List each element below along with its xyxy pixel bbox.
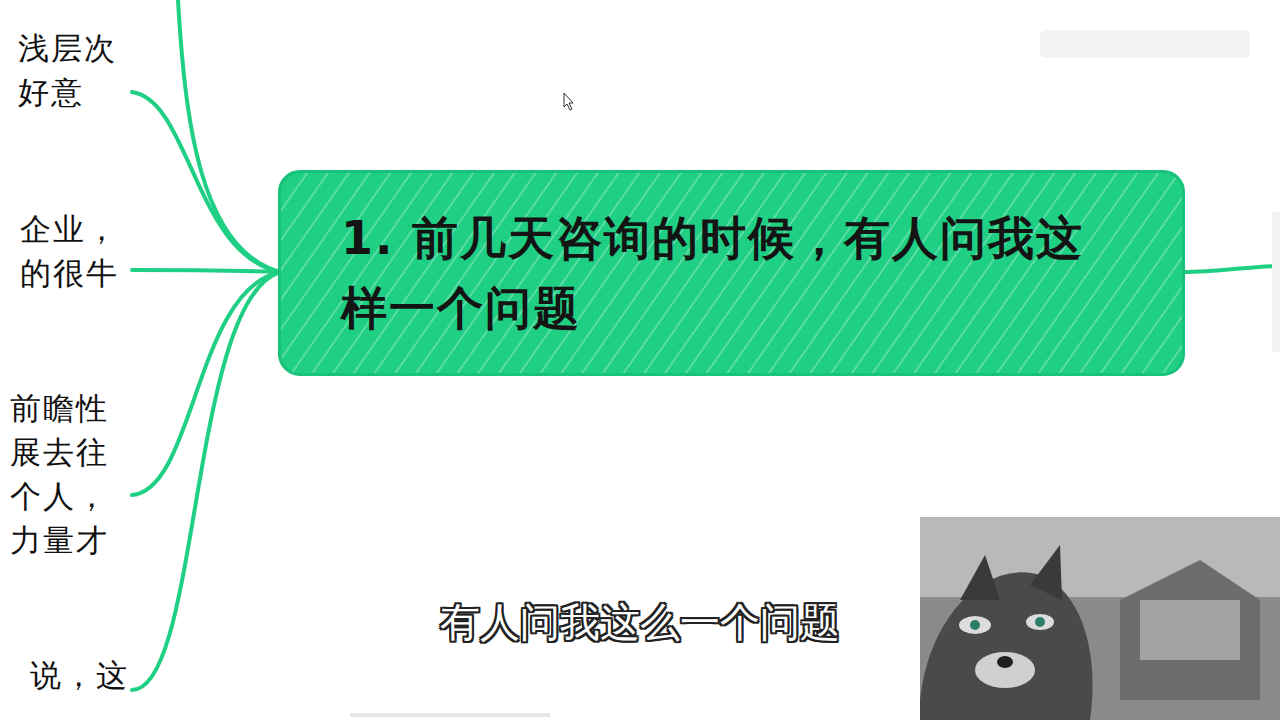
watermark-blur [1040, 30, 1250, 58]
topic-box: 1. 前几天咨询的时候，有人问我这样一个问题 [278, 170, 1185, 376]
branch-topic: 企业， 的很牛 [20, 207, 119, 295]
branch-topic: 前瞻性 展去往 个人， 力量才 [10, 386, 109, 562]
branch-topic: 浅层次 好意 [18, 26, 117, 114]
topic-text: 1. 前几天咨询的时候，有人问我这样一个问题 [341, 203, 1122, 343]
video-subtitle: 有人问我这么一个问题 [340, 595, 940, 649]
mouse-cursor [564, 93, 573, 110]
branch-topic: 说，这 [30, 653, 129, 697]
